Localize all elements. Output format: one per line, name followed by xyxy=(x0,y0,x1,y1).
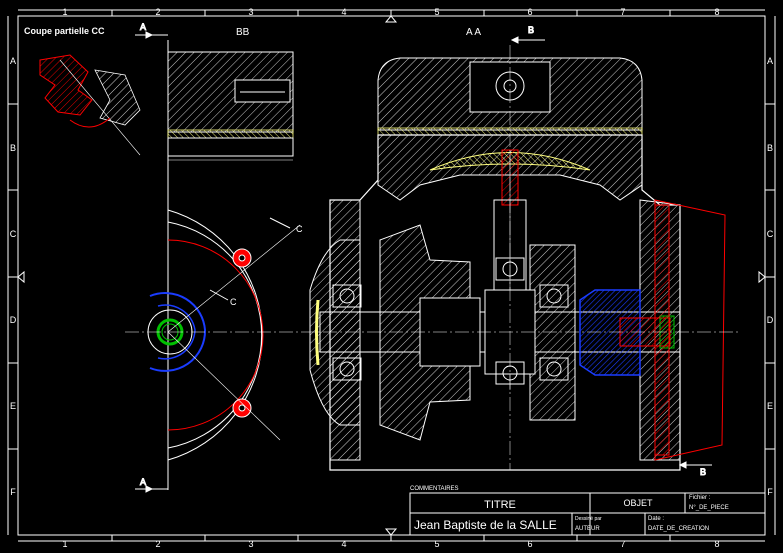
row-label-left: B xyxy=(10,143,16,153)
cut-marker-a: A A xyxy=(135,22,168,493)
partial-section-title: Coupe partielle CC xyxy=(24,26,105,36)
col-label-top: 2 xyxy=(155,7,160,17)
frame-labels: 1 2 3 4 5 6 7 8 1 2 3 4 5 6 7 8 A B C D … xyxy=(10,7,774,549)
col-label-bottom: 7 xyxy=(620,539,625,549)
col-label-top: 1 xyxy=(62,7,67,17)
cut-label-a-top: A xyxy=(140,22,146,32)
frame-ticks xyxy=(8,10,775,541)
centering-marks xyxy=(17,15,766,536)
section-aa: A A xyxy=(125,27,740,471)
col-label-top: 4 xyxy=(341,7,346,17)
col-label-top: 3 xyxy=(248,7,253,17)
drawn-by-value: AUTEUR xyxy=(575,526,600,532)
partial-section-cc: Coupe partielle CC xyxy=(24,26,141,156)
col-label-top: 7 xyxy=(620,7,625,17)
file-label: Fichier : xyxy=(689,495,711,501)
col-label-bottom: 8 xyxy=(714,539,719,549)
row-label-left: C xyxy=(10,229,17,239)
title-field: TITRE xyxy=(484,499,516,511)
title-block-text: COMMENTAIRES TITRE OBJET Fichier : N°_DE… xyxy=(410,486,729,532)
cut-label-a-bottom: A xyxy=(140,477,146,487)
drawn-by-label: Dessiné par xyxy=(575,516,602,522)
row-label-right: D xyxy=(767,315,774,325)
cut-label-b-top: B xyxy=(528,25,534,35)
row-label-left: E xyxy=(10,401,16,411)
col-label-bottom: 3 xyxy=(248,539,253,549)
col-label-bottom: 2 xyxy=(155,539,160,549)
section-aa-label: A A xyxy=(466,27,481,38)
object-field: OBJET xyxy=(623,498,653,508)
date-value: DATE_DE_CREATION xyxy=(648,526,709,532)
section-bb-label: BB xyxy=(236,27,250,38)
row-label-left: D xyxy=(10,315,17,325)
cut-label-c-outer: C xyxy=(296,224,303,234)
col-label-bottom: 4 xyxy=(341,539,346,549)
col-label-bottom: 6 xyxy=(527,539,532,549)
title-block xyxy=(409,492,766,536)
col-label-bottom: 5 xyxy=(434,539,439,549)
row-label-right: F xyxy=(767,487,773,497)
col-label-top: 6 xyxy=(527,7,532,17)
col-label-bottom: 1 xyxy=(62,539,67,549)
row-label-left: F xyxy=(10,487,16,497)
row-label-left: A xyxy=(10,56,16,66)
date-label: Date : xyxy=(648,516,664,522)
row-label-right: B xyxy=(767,143,773,153)
cut-label-c-inner: C xyxy=(230,297,237,307)
comments-label: COMMENTAIRES xyxy=(410,486,459,492)
row-label-right: A xyxy=(767,56,773,66)
author-name: Jean Baptiste de la SALLE xyxy=(414,518,557,532)
row-label-right: C xyxy=(767,229,774,239)
file-value: N°_DE_PIECE xyxy=(689,505,729,511)
col-label-top: 8 xyxy=(714,7,719,17)
cut-marker-b: B B xyxy=(510,25,712,478)
row-label-right: E xyxy=(767,401,773,411)
section-bb: BB xyxy=(167,27,294,490)
col-label-top: 5 xyxy=(434,7,439,17)
cut-label-b-bottom: B xyxy=(700,467,706,477)
end-view: C C xyxy=(147,209,303,461)
